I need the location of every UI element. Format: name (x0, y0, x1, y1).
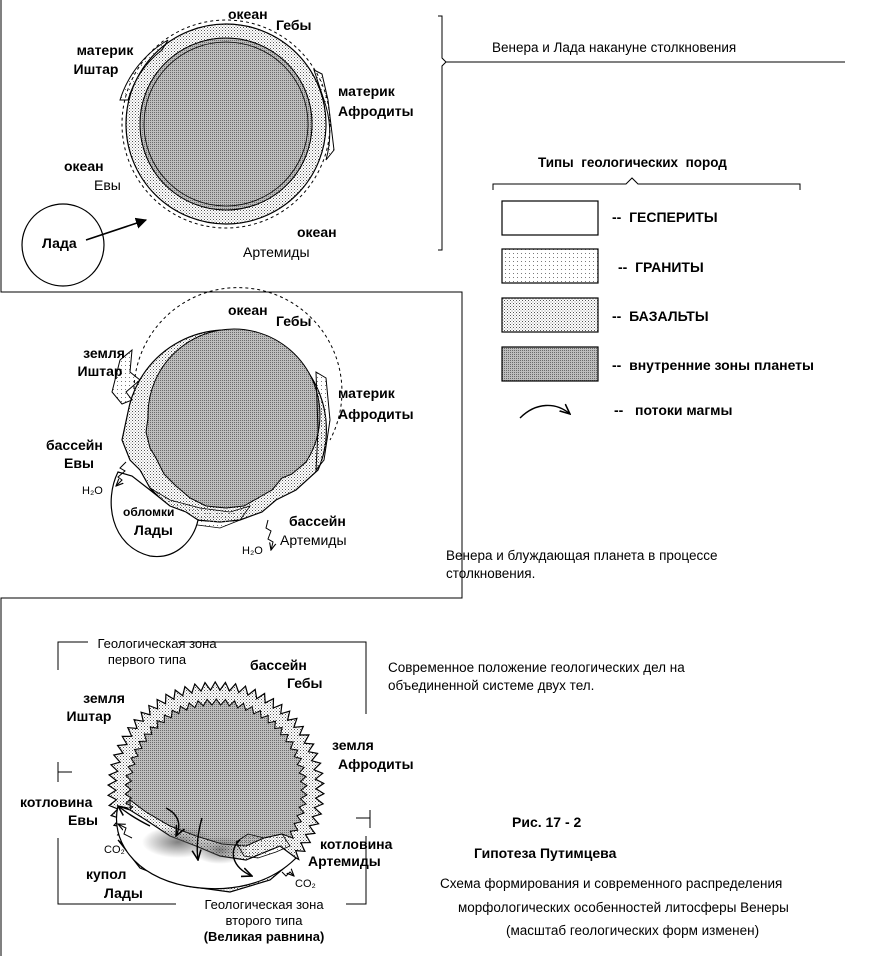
legend-label-hesperites: -- ГЕСПЕРИТЫ (612, 209, 718, 225)
figure-number: Рис. 17 - 2 (512, 814, 582, 830)
p3-ishtar-1: земля (83, 690, 125, 706)
p2-ishtar-1: земля (83, 345, 125, 361)
figure-desc-1: Схема формирования и современного распре… (440, 876, 783, 891)
p3-caption-1: Современное положение геологических дел … (388, 660, 685, 675)
p2-h2o-right: H₂O (242, 545, 263, 557)
steam-streams (116, 461, 273, 550)
figure-desc-3: (масштаб геологических форм изменен) (506, 923, 760, 938)
p3-zone2-1: Геологическая зона (204, 897, 324, 912)
p2-h2o-left: H₂O (82, 485, 103, 497)
p3-zone1-2: первого типа (107, 652, 187, 667)
legend-swatch-basalts (501, 297, 599, 333)
p3-aphrodite-1: земля (332, 737, 374, 753)
legend-swatch-granites (501, 248, 599, 284)
p2-ocean-gebe-1: океан (228, 302, 268, 318)
p1-ocean-eve-1: океан (64, 158, 104, 174)
p3-kotl-eve-2: Евы (68, 812, 98, 828)
figure-desc-2: морфологических особенностей литосферы В… (458, 900, 789, 915)
legend-title: Типы геологических пород (538, 155, 727, 170)
magma-flows (118, 806, 252, 876)
p2-ocean-gebe-2: Гебы (276, 313, 312, 329)
p3-basin-gebe-2: Гебы (287, 675, 323, 691)
p3-dome-lada-1: купол (86, 866, 127, 882)
p3-aphrodite-2: Афродиты (338, 756, 414, 772)
p1-ocean-gebe-2: Гебы (276, 17, 312, 33)
p1-lada: Лада (42, 235, 77, 251)
p3-co2-right: CO₂ (295, 878, 316, 890)
lada-fragments (110, 471, 199, 558)
p2-ishtar-2: Иштар (77, 363, 123, 379)
legend-swatch-hesperites (501, 200, 599, 236)
p2-basin-eve-1: бассейн (46, 437, 103, 453)
p1-ishtar-1: материк (76, 42, 134, 58)
p3-co2-left: CO₂ (104, 844, 125, 856)
legend-swatches (501, 200, 599, 382)
legend-label-basalts: -- БАЗАЛЬТЫ (612, 308, 709, 324)
zone-brackets (57, 641, 371, 905)
p3-kotl-artemis-2: Артемиды (308, 853, 381, 869)
p2-fragments-2: Лады (134, 522, 173, 538)
p3-basin-gebe-1: бассейн (250, 657, 307, 673)
legend-label-magma: -- потоки магмы (614, 402, 733, 418)
p1-ocean-gebe-1: океан (228, 6, 268, 22)
p3-great-plain: (Великая равнина) (203, 929, 325, 944)
p3-zone2-2: второго типа (225, 913, 303, 928)
figure-title: Гипотеза Путимцева (474, 845, 617, 861)
p1-caption: Венера и Лада накануне столкновения (492, 40, 737, 55)
p1-ocean-eve-2: Евы (94, 177, 121, 193)
p2-caption-1: Венера и блуждающая планета в процессе (446, 548, 718, 563)
p1-ocean-artemis-2: Артемиды (243, 244, 310, 260)
p3-dome-lada-2: Лады (104, 885, 143, 901)
legend-label-granites: -- ГРАНИТЫ (618, 259, 704, 275)
p1-ishtar-2: Иштар (73, 61, 119, 77)
planet-venus-stage1 (119, 19, 335, 229)
planet-venus-stage2 (111, 287, 343, 529)
planet-lada (21, 203, 105, 287)
p2-caption-2: столкновения. (446, 566, 536, 581)
p3-ishtar-2: Иштар (66, 708, 112, 724)
legend-swatch-inner-zones (501, 346, 599, 382)
legend-swatch-magma-arrow (519, 405, 570, 419)
p3-kotl-artemis-1: котловина (320, 836, 393, 852)
panel-frames (0, 0, 845, 956)
p3-kotl-eve-1: котловина (20, 794, 93, 810)
p2-fragments-1: обломки (123, 505, 175, 519)
p2-basin-artemis-2: Артемиды (280, 532, 347, 548)
p3-zone1-1: Геологическая зона (97, 636, 217, 651)
p1-aphrodite-1: материк (338, 83, 395, 99)
p1-ocean-artemis-1: океан (297, 224, 337, 240)
p2-aphrodite-2: Афродиты (338, 406, 414, 422)
co2-streams (118, 824, 294, 876)
p3-caption-2: объединенной системе двух тел. (388, 678, 595, 693)
p2-basin-eve-2: Евы (64, 455, 94, 471)
p2-basin-artemis-1: бассейн (289, 513, 346, 529)
p1-aphrodite-2: Афродиты (338, 103, 414, 119)
legend-label-inner-zones: -- внутренние зоны планеты (612, 357, 814, 373)
p2-aphrodite-1: материк (338, 385, 395, 401)
planet-venus-current (106, 680, 326, 893)
impact-arrow (85, 217, 148, 241)
